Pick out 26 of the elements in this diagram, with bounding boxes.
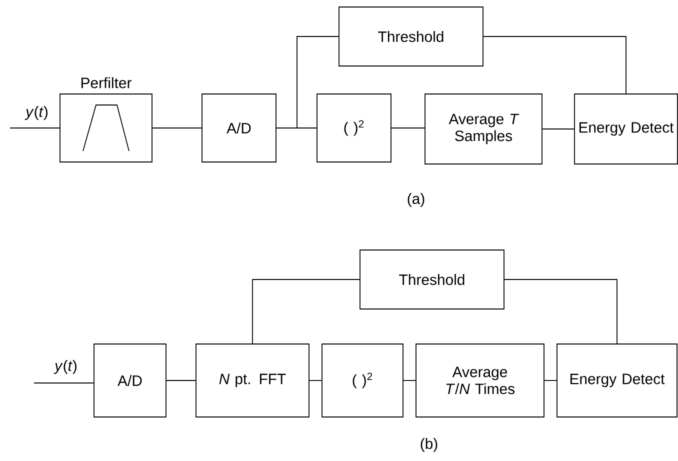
- connector-line: [544, 380, 557, 381]
- connector-line: [166, 380, 196, 381]
- process-block: A/D: [202, 94, 276, 162]
- connector-line: [34, 382, 94, 384]
- connector-line: [252, 279, 360, 344]
- process-block: Energy Detect: [574, 94, 678, 164]
- connector-line: [309, 380, 322, 381]
- block-heading: Perfilter: [81, 77, 132, 88]
- subfigure-label: (a): [408, 193, 424, 207]
- process-block: Energy Detect: [556, 344, 678, 418]
- process-block: A/D: [94, 344, 166, 418]
- connector-line: [504, 279, 618, 344]
- process-block: Average T/N Times: [416, 344, 544, 418]
- connector-line: [403, 380, 416, 381]
- subfigure-label: (b): [420, 438, 438, 452]
- signal-label: y(t): [54, 360, 76, 374]
- process-block: ( )$^{2}$: [322, 344, 404, 418]
- signal-label: y(t): [24, 106, 48, 120]
- connector-line: [276, 36, 339, 128]
- process-block: ( )$^{2}$: [316, 94, 392, 162]
- process-block: Average T Samples: [424, 94, 542, 164]
- process-block: N pt. FFT: [196, 344, 310, 418]
- threshold-box: Threshold: [338, 6, 484, 66]
- connector-line: [542, 128, 574, 130]
- threshold-box: Threshold: [360, 250, 504, 310]
- connector-line: [483, 36, 626, 94]
